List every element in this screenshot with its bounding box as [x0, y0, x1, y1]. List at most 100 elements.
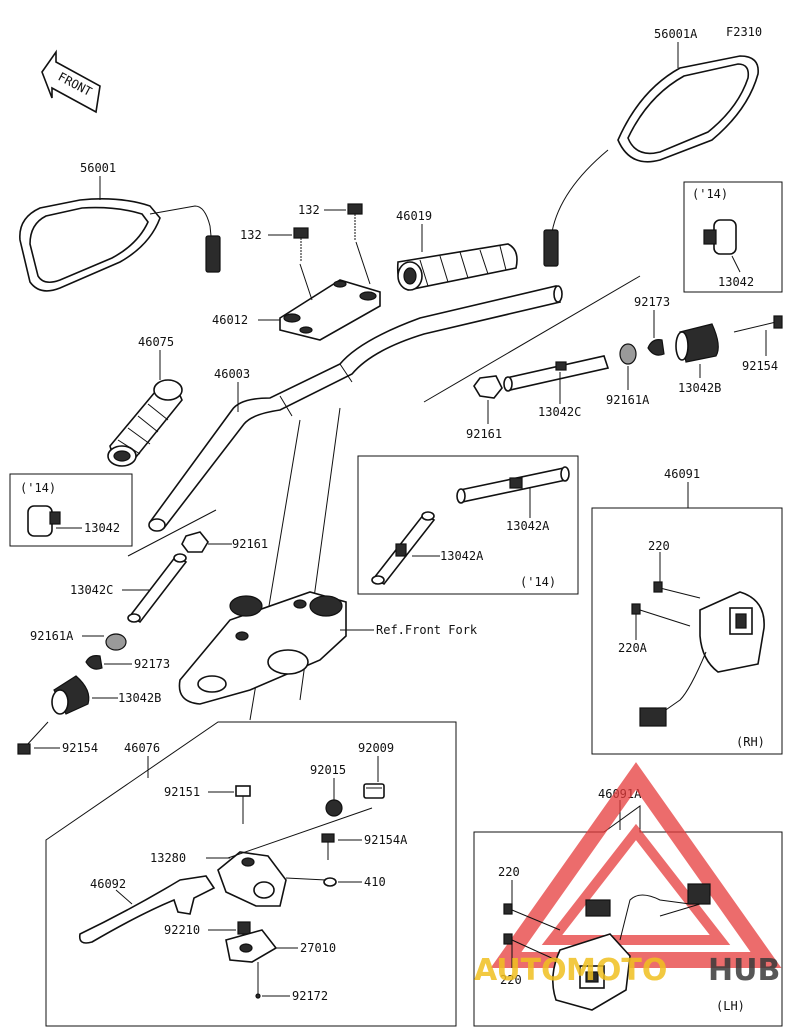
mirror-left-icon	[19, 198, 221, 292]
label-92161-left: 92161	[232, 537, 268, 551]
label-46003: 46003	[214, 367, 250, 381]
collar-92210-icon	[237, 921, 251, 935]
lever-holder-13280-icon	[217, 851, 287, 907]
note-14-left: ('14)	[20, 481, 56, 495]
switch-housing-rh-icon	[639, 591, 765, 727]
label-132-right: 132	[298, 203, 320, 217]
label-410: 410	[364, 875, 386, 889]
label-56001: 56001	[80, 161, 116, 175]
adjuster-92009-icon	[363, 783, 385, 799]
label-46092: 46092	[90, 877, 126, 891]
collar-13042A-b-icon	[371, 511, 436, 586]
label-92210: 92210	[164, 923, 200, 937]
bar-end-weight-13042B-left-icon	[51, 675, 90, 715]
collar-13042A-a-icon	[456, 466, 570, 504]
watermark-logo-icon	[490, 762, 782, 968]
label-13042-left: 13042	[84, 521, 120, 535]
washer-92161A-left-icon	[105, 633, 127, 651]
washer-92161A-top-icon	[619, 343, 637, 365]
label-13280: 13280	[150, 851, 186, 865]
label-13042-top: 13042	[718, 275, 754, 289]
clip-92173-left-icon	[85, 655, 103, 670]
bolt-132-right-icon	[347, 203, 363, 240]
label-92009: 92009	[358, 741, 394, 755]
switch-housing-lh-icon	[552, 883, 711, 1011]
handlebar-icon	[148, 285, 563, 532]
switch-27010-icon	[225, 929, 278, 963]
bolt-92154-left-icon	[17, 721, 49, 755]
label-92161A-top: 92161A	[606, 393, 650, 407]
label-46019: 46019	[396, 209, 432, 223]
label-92154-left: 92154	[62, 741, 98, 755]
bolt-92151-icon	[235, 785, 251, 824]
grip-left-icon	[107, 379, 183, 467]
screw-92154A-icon	[321, 833, 335, 860]
box-13042-2014-left	[9, 473, 133, 547]
label-13042C-top: 13042C	[538, 405, 581, 419]
upper-triple-clamp-icon	[178, 591, 347, 705]
note-rh: (RH)	[736, 735, 765, 749]
label-46075: 46075	[138, 335, 174, 349]
screw-220A-icon	[631, 603, 691, 627]
label-13042A-b: 13042A	[440, 549, 484, 563]
bolt-132-left-icon	[293, 227, 309, 262]
label-220-lh-b: 220	[500, 973, 522, 987]
collar-13042C-top-icon	[503, 355, 610, 392]
label-13042A-a: 13042A	[506, 519, 550, 533]
screw-220-rh-icon	[653, 581, 701, 599]
collar-13042C-left-icon	[127, 553, 188, 624]
clip-92173-top-icon	[647, 339, 665, 356]
label-13042B-top: 13042B	[678, 381, 721, 395]
box-13042-2014-top	[683, 181, 783, 293]
label-92161A-left: 92161A	[30, 629, 74, 643]
label-220A: 220A	[618, 641, 648, 655]
grip-right-icon	[396, 243, 518, 291]
mirror-right-icon	[543, 55, 759, 267]
watermark-hub: HUB	[708, 953, 780, 988]
label-132-left: 132	[240, 228, 262, 242]
washer-410-icon	[323, 877, 337, 887]
bar-end-weight-13042B-top-icon	[675, 323, 719, 363]
bolt-92154-top-icon	[733, 315, 783, 333]
note-lh: (LH)	[716, 999, 745, 1013]
box-46076	[45, 721, 457, 1027]
label-92154A: 92154A	[364, 833, 408, 847]
label-13042B-left: 13042B	[118, 691, 161, 705]
label-56001A: 56001A	[654, 27, 698, 41]
bar-end-weight-13042-left-icon	[27, 505, 61, 537]
nut-92161-top-icon	[473, 375, 503, 399]
box-46091-rh	[591, 507, 783, 755]
label-92151: 92151	[164, 785, 200, 799]
box-46091A-lh	[473, 805, 783, 1027]
label-92173-left: 92173	[134, 657, 170, 671]
box-13042A-2014	[357, 455, 579, 595]
label-92173-top: 92173	[634, 295, 670, 309]
watermark-moto: MOTO	[566, 953, 667, 988]
screw-220-lh-b-icon	[503, 933, 557, 961]
bar-end-weight-13042-top-icon	[703, 219, 737, 255]
screw-92172-icon	[255, 962, 261, 999]
screw-220-lh-a-icon	[503, 903, 561, 931]
cap-92015-icon	[325, 799, 343, 817]
label-92154-top: 92154	[742, 359, 778, 373]
watermark-auto: AUTO	[474, 953, 567, 988]
label-92172: 92172	[292, 989, 328, 1003]
lever-46092-icon	[78, 875, 216, 944]
ref-front-fork: Ref.Front Fork	[376, 623, 478, 637]
note-14-top: ('14)	[692, 187, 728, 201]
label-220-lh-a: 220	[498, 865, 520, 879]
note-14-center: ('14)	[520, 575, 556, 589]
label-92161-top: 92161	[466, 427, 502, 441]
label-46091: 46091	[664, 467, 700, 481]
label-27010: 27010	[300, 941, 336, 955]
handlebar-holder-icon	[279, 279, 381, 341]
label-220-rh: 220	[648, 539, 670, 553]
label-46012: 46012	[212, 313, 248, 327]
front-arrow-icon: FRONT	[41, 49, 101, 114]
nut-92161-left-icon	[181, 531, 209, 553]
label-13042C-left: 13042C	[70, 583, 113, 597]
figure-code: F2310	[726, 25, 762, 39]
label-46076: 46076	[124, 741, 160, 755]
label-92015: 92015	[310, 763, 346, 777]
